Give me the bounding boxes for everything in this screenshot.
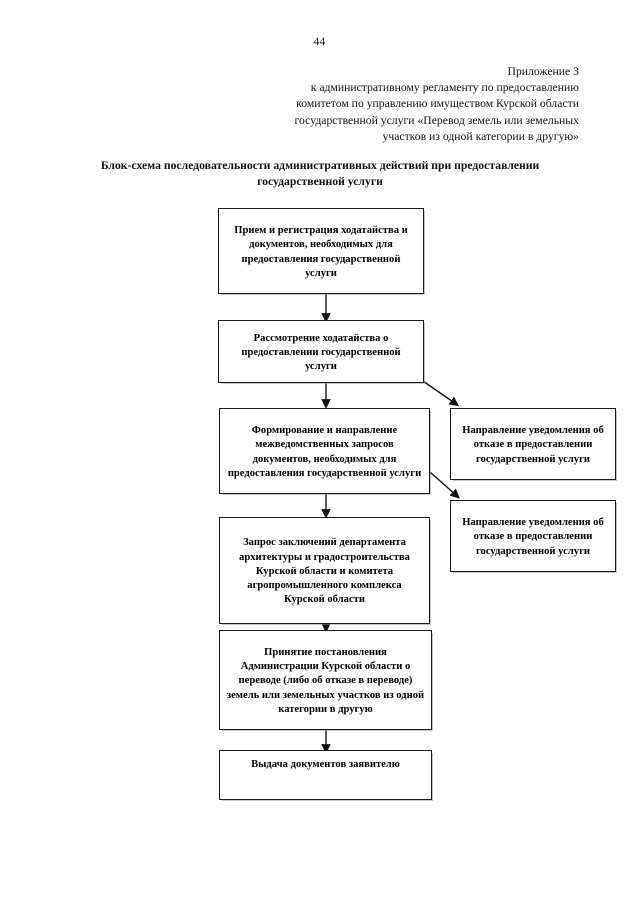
flow-node-decision[interactable]: Принятие постановления Администрации Кур…: [219, 630, 432, 730]
page-title: Блок-схема последовательности администра…: [100, 159, 540, 188]
flow-node-label: Направление уведомления об отказе в пред…: [462, 517, 604, 557]
appendix-line-4: государственной услуги «Перевод земель и…: [294, 113, 579, 127]
flow-node-refusal-notice-1[interactable]: Направление уведомления об отказе в пред…: [450, 408, 616, 480]
appendix-line-5: участков из одной категории в другую»: [382, 129, 579, 143]
appendix-line-3: комитетом по управлению имуществом Курск…: [296, 97, 579, 111]
flow-node-label: Запрос заключений департамента архитекту…: [239, 537, 410, 606]
flow-node-label: Рассмотрение ходатайства о предоставлени…: [241, 332, 401, 373]
flow-node-label: Направление уведомления об отказе в пред…: [462, 425, 604, 465]
appendix-line-2: к административному регламенту по предос…: [310, 81, 579, 95]
flow-node-issue-documents[interactable]: Выдача документов заявителю: [219, 750, 432, 800]
flow-node-refusal-notice-2[interactable]: Направление уведомления об отказе в пред…: [450, 500, 616, 572]
flow-node-intake[interactable]: Прием и регистрация ходатайства и докуме…: [218, 208, 424, 294]
flow-node-label: Выдача документов заявителю: [251, 759, 400, 770]
appendix-line-1: Приложение 3: [507, 65, 580, 78]
page-number: 44: [313, 36, 326, 48]
appendix-reference-block: Приложение 3 к административному регламе…: [239, 64, 579, 145]
flow-node-label: Принятие постановления Администрации Кур…: [226, 646, 425, 715]
flow-node-review[interactable]: Рассмотрение ходатайства о предоставлени…: [218, 320, 424, 383]
flow-node-label: Прием и регистрация ходатайства и докуме…: [234, 224, 408, 279]
flow-node-interagency-requests[interactable]: Формирование и направление межведомствен…: [219, 408, 430, 494]
flow-node-label: Формирование и направление межведомствен…: [227, 424, 422, 479]
flow-node-expert-opinions[interactable]: Запрос заключений департамента архитекту…: [219, 517, 430, 624]
